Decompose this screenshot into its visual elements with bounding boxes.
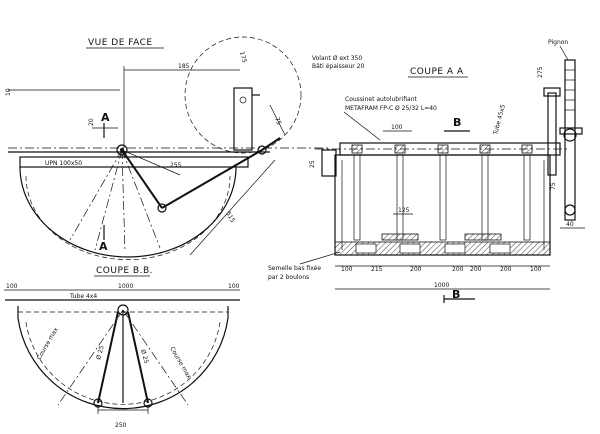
section-bb-title: COUPE B.B. <box>96 266 153 276</box>
front-swing-line-2 <box>94 149 123 251</box>
front-dim-right: 175 <box>238 51 248 64</box>
bb-swing-left <box>57 309 124 406</box>
aa-bottom-slot-3 <box>444 243 466 254</box>
bb-dim-left: 100 <box>6 283 18 290</box>
aa-semelle-2: par 2 boulons <box>268 274 309 281</box>
bb-dim-right: 100 <box>228 283 240 290</box>
aa-bearing-1 <box>351 144 363 154</box>
bb-tank-arc <box>17 306 229 410</box>
front-swing-line-1 <box>69 149 123 241</box>
aa-overall: 1000 <box>434 282 449 289</box>
aa-dim-125: 125 <box>398 207 410 214</box>
bb-inner-arc <box>25 321 221 405</box>
aa-bearing-4 <box>479 144 491 154</box>
front-tank-inner-arc <box>25 175 231 260</box>
aa-dim-b6: 200 <box>500 266 512 273</box>
front-view-title: VUE DE FACE <box>88 38 153 48</box>
front-bracket-bolt <box>239 96 247 104</box>
aa-pignon-leader <box>559 45 569 61</box>
bb-course-left: Course max <box>36 326 60 361</box>
bb-arm-left <box>97 311 119 404</box>
aa-bottom-slot-4 <box>489 243 511 254</box>
aa-cut-b-top: B <box>453 116 461 129</box>
aa-paddle-4 <box>481 154 489 241</box>
front-bracket <box>233 87 253 151</box>
aa-right-post-cap <box>543 87 561 97</box>
bb-arm-right <box>127 311 149 404</box>
front-connecting-rod <box>161 149 263 209</box>
front-cut-a-bottom: A <box>99 240 108 253</box>
front-crank-pin <box>157 203 167 213</box>
front-rod-extension <box>261 137 281 151</box>
front-view: VUE DE FACE UPN 100x50 255 <box>5 36 330 260</box>
front-rod-end <box>257 145 267 155</box>
aa-dim-b1: 100 <box>341 266 353 273</box>
aa-foot-1 <box>381 233 419 241</box>
aa-right-post <box>547 92 557 176</box>
aa-dim-b3: 200 <box>410 266 422 273</box>
aa-pinion-housing <box>559 127 583 135</box>
aa-coussinet-ref: METAFRAM FP-C Ø 25/32 L=40 <box>345 105 437 112</box>
bb-course-right: Course max <box>168 346 192 381</box>
aa-paddle-5 <box>523 154 531 241</box>
aa-bearing-5 <box>521 144 533 154</box>
front-dim-10: 10 <box>5 88 12 96</box>
aa-pinion <box>563 128 577 142</box>
aa-bearing-3 <box>437 144 449 154</box>
aa-bearing-2 <box>394 144 406 154</box>
aa-volant-label: Volant Ø ext 350 <box>312 55 362 62</box>
aa-rack <box>564 59 576 221</box>
aa-cut-b-bottom: B <box>452 288 460 301</box>
front-tank-arc <box>19 166 237 258</box>
front-dim-515-line <box>189 159 276 256</box>
front-crank-arm <box>121 149 163 209</box>
bb-dim-center: 1000 <box>118 283 133 290</box>
aa-paddle-1 <box>353 154 361 241</box>
front-handwheel-circle <box>184 36 302 154</box>
aa-tube: Tube 45x5 <box>492 104 507 137</box>
front-arm-label: 255 <box>170 162 182 169</box>
aa-dim-b7: 100 <box>530 266 542 273</box>
front-swing-line-4 <box>121 149 161 249</box>
aa-paddle-3 <box>439 154 447 241</box>
bb-dim-bottom: 250 <box>115 422 127 429</box>
aa-pignon-label: Pignon <box>548 39 568 46</box>
aa-bottom-slot-1 <box>355 243 377 254</box>
aa-dim-40: 40 <box>566 221 574 228</box>
aa-coussinet-leader <box>343 111 381 141</box>
aa-paddle-2 <box>396 154 404 241</box>
aa-dim-v75: 75 <box>550 182 557 190</box>
aa-dim-275: 275 <box>537 66 544 78</box>
bb-swing-right <box>122 309 189 406</box>
section-aa: COUPE A A Volant Ø ext 350 Bâti épaisseu… <box>268 39 585 303</box>
aa-dim-b4: 200 <box>452 266 464 273</box>
bb-phi-left: Ø 25 <box>95 345 106 361</box>
aa-semelle-leader <box>299 251 341 265</box>
front-beam-label: UPN 100x50 <box>45 160 82 167</box>
front-dim-75-line <box>269 104 286 136</box>
aa-coussinet: Coussinet autolubrifiant <box>345 96 418 103</box>
aa-foot-2 <box>464 233 502 241</box>
front-swing-line-3 <box>121 149 126 253</box>
aa-dim-25: 25 <box>309 160 316 168</box>
aa-bottom-slot-2 <box>399 243 421 254</box>
aa-left-flange <box>321 149 337 177</box>
aa-bottom-bearing <box>564 204 576 216</box>
aa-dim-b5: 200 <box>470 266 482 273</box>
front-dim-r20: 20 <box>88 118 95 126</box>
bb-tube: Tube 4x4 <box>69 293 97 300</box>
section-bb: COUPE B.B. 100 1000 100 Tube 4x4 Course … <box>4 266 240 429</box>
aa-volant-ep: Bâti épaisseur 20 <box>312 63 365 70</box>
section-aa-title: COUPE A A <box>410 67 464 77</box>
front-dim-515: 515 <box>224 211 236 225</box>
front-dim-top: 185 <box>178 63 190 70</box>
bb-phi-right: Ø 25 <box>139 349 150 365</box>
front-radius-line <box>121 149 181 176</box>
aa-dim-100: 100 <box>391 124 403 131</box>
aa-semelle: Semelle bas fixée <box>268 265 321 272</box>
front-cut-a-top: A <box>101 111 110 124</box>
aa-dim-b2: 215 <box>371 266 383 273</box>
